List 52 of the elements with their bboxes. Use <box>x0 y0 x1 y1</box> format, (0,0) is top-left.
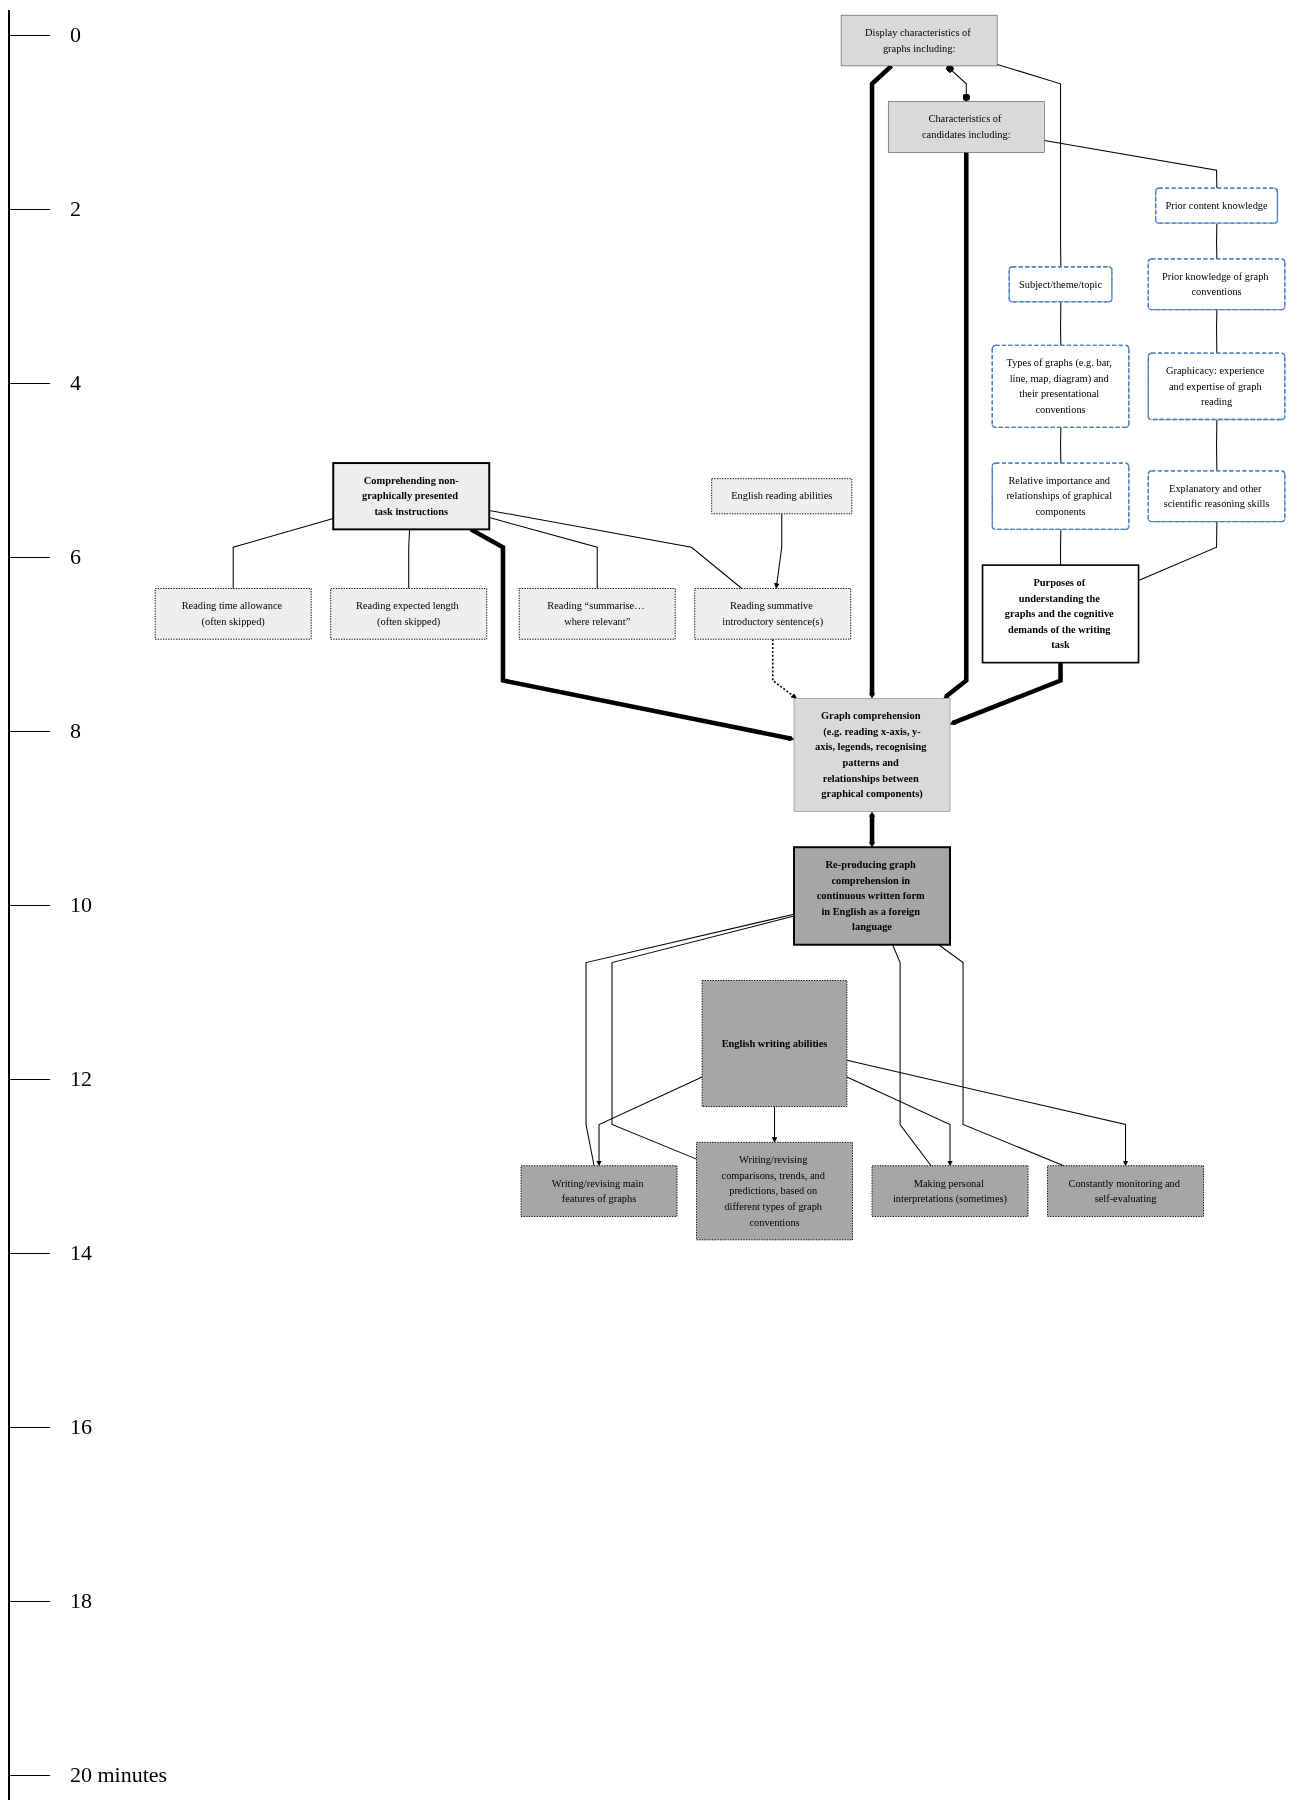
connector <box>611 915 795 1160</box>
arrow <box>943 152 969 699</box>
connector <box>1216 419 1218 472</box>
node-box: English writing abilities <box>701 980 848 1108</box>
node-box: Re-producing graph comprehension in continuous written form in English as a foreign language <box>793 846 951 946</box>
connector <box>1060 301 1062 347</box>
connector <box>892 944 932 1167</box>
time-tick-label: 20 minutes <box>70 1762 168 1788</box>
node-box: Display characteristics of graphs including: <box>840 14 998 67</box>
connector <box>408 528 411 590</box>
arrow <box>846 1076 953 1166</box>
time-tick-label: 14 <box>70 1240 92 1266</box>
node-box: Reading summative introductory sentence(s) <box>694 588 852 640</box>
connector <box>1043 139 1218 189</box>
time-tick-label: 12 <box>70 1066 92 1092</box>
node-box: Comprehending non-graphically presented task instructions <box>332 462 491 531</box>
time-tick-label: 4 <box>70 370 81 396</box>
time-tick-label: 16 <box>70 1414 92 1440</box>
arrow <box>771 638 797 699</box>
connector <box>232 518 334 590</box>
connector <box>1060 529 1062 566</box>
time-tick-label: 10 <box>70 892 92 918</box>
connector <box>1216 309 1218 355</box>
node-box: Writing/revising main features of graphs <box>520 1165 678 1217</box>
time-tick-label: 18 <box>70 1588 92 1614</box>
time-tick-label: 2 <box>70 196 81 222</box>
node-box: Reading “summarise… where relevant” <box>518 588 676 640</box>
node-box: Making personal interpretations (sometimes) <box>871 1165 1029 1217</box>
time-tick-label: 0 <box>70 22 81 48</box>
connector <box>585 913 795 1167</box>
arrow <box>949 662 1063 726</box>
connector <box>1138 521 1218 582</box>
node-box: Writing/revising comparisons, trends, and predictions, based on different types of graph conventions <box>696 1141 853 1241</box>
time-tick-label: 8 <box>70 718 81 744</box>
arrow <box>774 513 783 589</box>
arrow <box>869 811 875 848</box>
arrow <box>846 1059 1129 1166</box>
arrow <box>869 64 894 699</box>
connector <box>1216 223 1218 260</box>
node-box: Characteristics of candidates including: <box>887 101 1045 153</box>
arrow <box>596 1076 703 1166</box>
node-box: Reading time allowance (often skipped) <box>154 588 312 640</box>
arrow <box>771 1106 778 1143</box>
node-box: Purposes of understanding the graphs and the cognitive demands of the writing task <box>981 564 1140 664</box>
connector <box>996 63 1062 268</box>
node-box: Graph comprehension (e.g. reading x-axis, y-axis, legends, recognising patterns and relationships between graphical components) <box>793 698 951 812</box>
connector <box>946 64 971 103</box>
time-tick-label: 6 <box>70 544 81 570</box>
connector <box>1060 427 1062 464</box>
node-box: Constantly monitoring and self-evaluating <box>1047 1165 1205 1217</box>
node-box: English reading abilities <box>711 478 853 515</box>
node-box: Reading expected length (often skipped) <box>330 588 488 640</box>
